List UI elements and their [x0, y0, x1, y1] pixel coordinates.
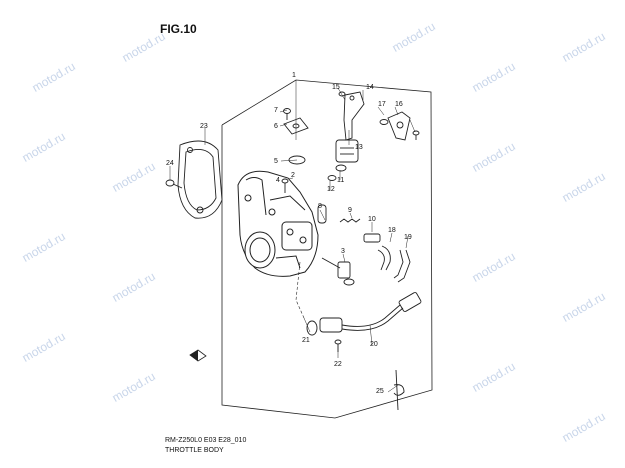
callout-16: 16	[395, 101, 403, 108]
callout-23: 23	[200, 123, 208, 130]
callout-9: 9	[348, 207, 352, 214]
part-7-bolt	[283, 108, 291, 120]
part-23-cover	[177, 140, 223, 219]
callout-4: 4	[276, 177, 280, 184]
callout-11: 11	[337, 177, 344, 184]
callout-24: 24	[166, 160, 174, 167]
diagram-code: RM-Z250L0 E03 E28_010	[165, 437, 247, 444]
part-13-injector	[335, 139, 359, 163]
callout-17: 17	[378, 101, 386, 108]
leader-lines	[169, 80, 416, 393]
callout-25: 25	[376, 388, 384, 395]
part-11-seal	[335, 164, 347, 172]
dashed-bracket	[295, 261, 305, 319]
part-5-o-ring	[288, 155, 306, 165]
callout-22: 22	[334, 361, 342, 368]
part-18-hose	[377, 245, 391, 271]
callout-15: 15	[332, 84, 340, 91]
callout-6: 6	[274, 123, 278, 130]
part-16-clamp	[387, 111, 411, 141]
callout-12: 12	[327, 186, 335, 193]
part-25-clamp	[393, 369, 405, 411]
callout-5: 5	[274, 158, 278, 165]
part-9-spring	[339, 218, 361, 223]
callout-13: 13	[355, 144, 363, 151]
callout-3: 3	[341, 248, 345, 255]
part-2-screw	[281, 178, 289, 193]
part-20-harness	[319, 292, 422, 333]
callout-8: 8	[318, 203, 322, 210]
callout-10: 10	[368, 216, 376, 223]
callout-1: 1	[292, 72, 296, 79]
figure-title: FIG.10	[160, 22, 197, 36]
front-arrow-icon	[189, 349, 207, 362]
part-8-pin	[317, 204, 327, 224]
part-21-o-ring	[306, 320, 318, 336]
part-15-bolt	[338, 91, 346, 97]
callout-labels: 1 2 3 4 5 6 7 8 9 10 11 12 13 14 15 16 1…	[166, 72, 412, 395]
part-22-screw	[334, 339, 342, 352]
callout-7: 7	[274, 107, 278, 114]
callout-20: 20	[370, 341, 378, 348]
callout-14: 14	[366, 84, 374, 91]
callout-19: 19	[404, 234, 412, 241]
diagram-name: THROTTLE BODY	[165, 447, 224, 454]
part-17-o-ring	[379, 119, 389, 125]
callout-2: 2	[291, 172, 295, 179]
throttle-body-main	[237, 170, 319, 277]
part-19-hose	[393, 249, 411, 283]
part-12-seal	[327, 175, 337, 181]
part-24-screw	[165, 179, 183, 189]
part-14-injector-bracket	[343, 91, 365, 141]
callout-18: 18	[388, 227, 396, 234]
part-6-bracket	[283, 117, 309, 135]
callout-21: 21	[302, 337, 310, 344]
part-10-nipple	[363, 233, 381, 243]
part-3-screw	[321, 257, 355, 286]
part-bolt-upper-right	[412, 130, 420, 140]
